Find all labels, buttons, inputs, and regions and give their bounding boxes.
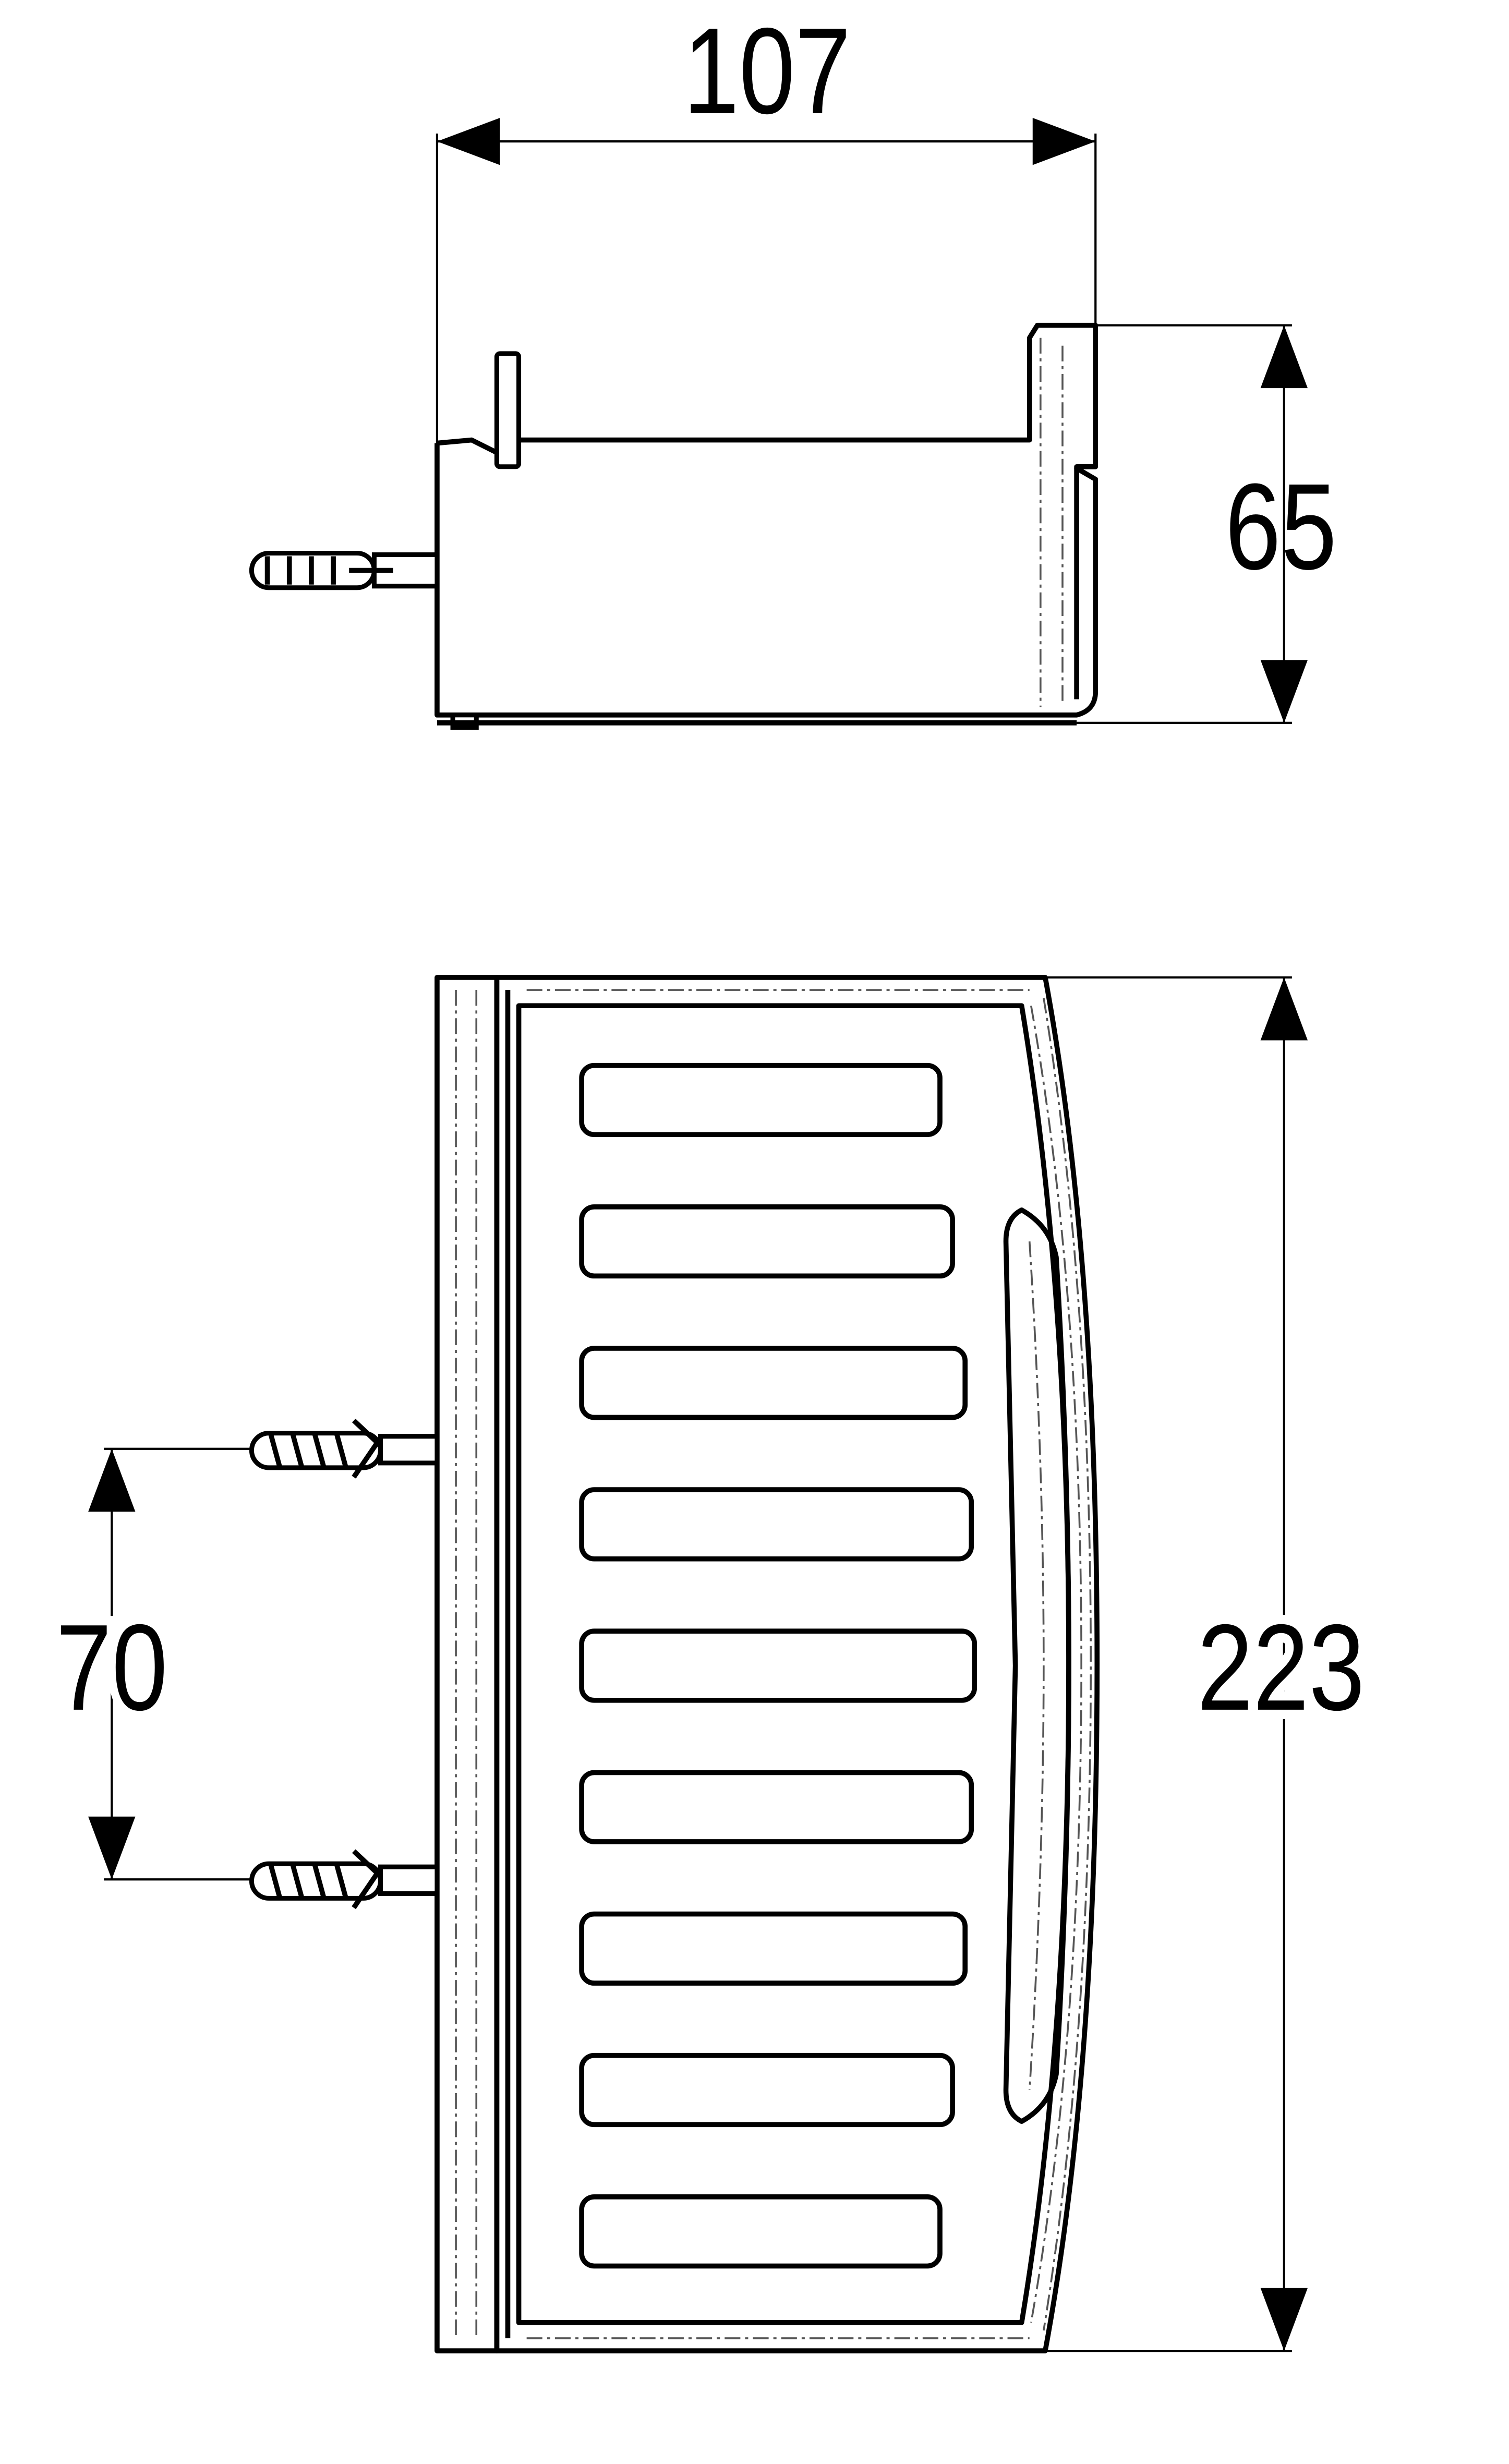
drain-slot <box>579 1062 943 1138</box>
side-view <box>249 322 1098 730</box>
drain-slot <box>579 1487 974 1562</box>
drain-slot <box>579 1628 977 1703</box>
drain-slot <box>579 1911 968 1986</box>
dimension-width: 107 <box>436 2 1097 456</box>
top-view <box>249 975 1100 2353</box>
drain-slot <box>579 2052 955 2128</box>
dimension-height: 65 <box>1077 324 1337 724</box>
dimension-label-width: 107 <box>683 2 851 140</box>
dimension-anchor-spacing: 70 <box>47 1447 252 1881</box>
wall-anchor-side <box>249 550 440 590</box>
drain-slot <box>579 2194 943 2269</box>
wall-anchor-lower <box>249 1849 440 1910</box>
drain-slot <box>579 1770 974 1844</box>
drain-slot <box>579 1346 968 1420</box>
dimension-label-height: 65 <box>1225 457 1337 595</box>
drain-slots <box>579 1062 977 2269</box>
handle-slot <box>1003 1207 1071 2124</box>
wall-anchor-upper <box>249 1419 440 1479</box>
dimension-label-depth: 223 <box>1197 1599 1365 1736</box>
dimension-depth: 223 <box>1045 976 1373 2352</box>
drain-slot <box>579 1204 955 1279</box>
dimension-label-anchor-spacing: 70 <box>56 1599 167 1736</box>
